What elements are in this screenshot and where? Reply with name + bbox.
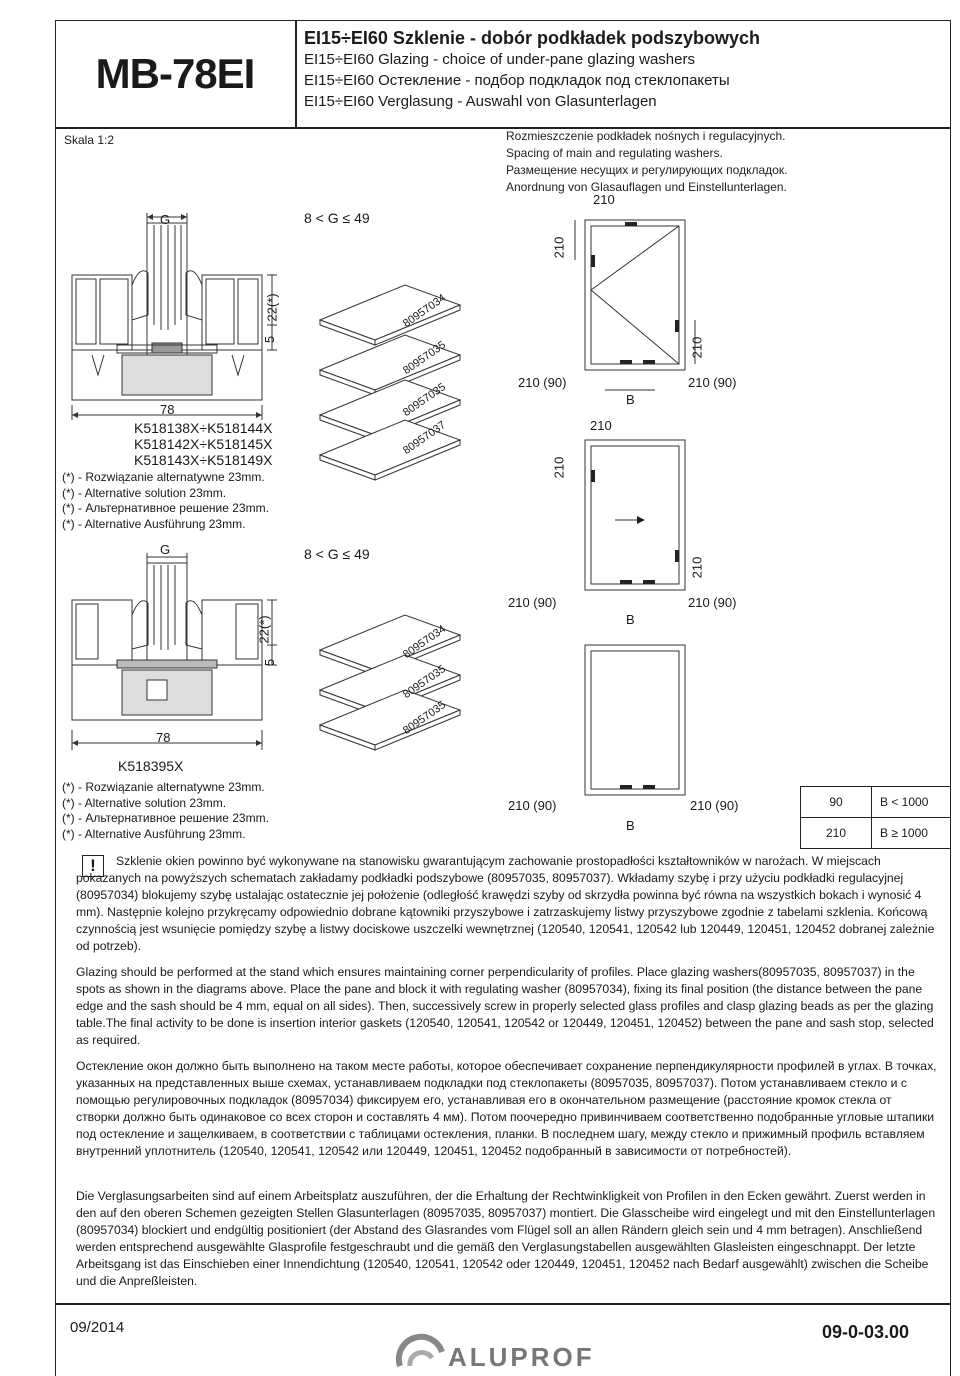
aluprof-logo-icon <box>396 1333 445 1367</box>
dim-5-label-2: 5 <box>262 658 278 667</box>
dim-210-right-2: 210 <box>689 556 705 579</box>
paragraph-pl: Szklenie okien powinno być wykonywane na… <box>76 854 935 953</box>
g-label-1: G <box>160 212 171 227</box>
dim-22-label-1: 22(*) <box>264 293 280 322</box>
note-line: (*) - Alternative Ausführung 23mm. <box>62 826 246 841</box>
dim-78-label-1: 78 <box>160 402 175 417</box>
spacing-caption: Rozmieszczenie podkładek nośnych i regul… <box>506 128 787 196</box>
header-frame <box>55 20 951 128</box>
dim-22-label-2: 22(*) <box>256 615 272 644</box>
note-line: (*) - Alternative solution 23mm. <box>62 485 227 500</box>
warning-icon: ! <box>82 855 104 877</box>
title-en: EI15÷EI60 Glazing - choice of under-pane… <box>304 51 695 68</box>
title-de: EI15÷EI60 Verglasung - Auswahl von Glasu… <box>304 93 657 110</box>
dim-5-label-1: 5 <box>262 335 278 344</box>
dim-b-2: B <box>626 612 635 627</box>
frame-diagram-2 <box>584 439 686 591</box>
dim-210-left-1: 210 <box>551 236 567 259</box>
dim-210-90-left-1: 210 (90) <box>518 375 567 390</box>
profile-code: K518395X <box>118 758 184 774</box>
note-line: (*) - Rozwiązanie alternatywne 23mm. <box>62 470 265 484</box>
profile-code: K518142X÷K518145X <box>134 436 273 452</box>
range-label-2: 8 < G ≤ 49 <box>304 546 370 562</box>
g-label-2: G <box>160 542 171 557</box>
frame-diagram-3 <box>584 644 686 796</box>
notes-1: (*) - Rozwiązanie alternatywne 23mm. (*)… <box>62 470 269 532</box>
profile-code: K518138X÷K518144X <box>134 420 273 436</box>
dim-210-90-right-2: 210 (90) <box>688 595 737 610</box>
title-ru: EI15÷EI60 Остекление - подбор подкладок … <box>304 72 730 89</box>
range-label-1: 8 < G ≤ 49 <box>304 210 370 226</box>
profile-codes-2: K518395X <box>118 758 183 774</box>
dim-210-90-left-2: 210 (90) <box>508 595 557 610</box>
profile-codes-1: K518138X÷K518144X K518142X÷K518145X K518… <box>134 420 272 468</box>
table-row: 210 B ≥ 1000 <box>800 817 951 849</box>
washers-stack-2 <box>318 614 462 751</box>
dim-210-left-2: 210 <box>551 456 567 479</box>
footer-frame <box>55 1304 951 1376</box>
model-name: MB-78EI <box>95 50 256 97</box>
table-cell: B < 1000 <box>871 786 951 818</box>
brand-name: ALUPROF <box>448 1342 595 1372</box>
spacing-de: Anordnung von Glasauflagen und Einstellu… <box>506 180 787 194</box>
dim-210-90-right-3: 210 (90) <box>690 798 739 813</box>
dim-210-top-1: 210 <box>593 192 615 207</box>
dim-78-label-2: 78 <box>156 730 171 745</box>
spacing-en: Spacing of main and regulating washers. <box>506 146 723 160</box>
document-title: EI15÷EI60 Szklenie - dobór podkładek pod… <box>304 28 760 112</box>
table-cell: B ≥ 1000 <box>871 817 951 849</box>
dim-b-1: B <box>626 392 635 407</box>
b-width-table: 90 B < 1000 210 B ≥ 1000 <box>800 786 951 849</box>
note-line: (*) - Альтернативное решение 23mm. <box>62 501 269 515</box>
frame-diagram-1 <box>574 219 696 391</box>
dim-b-3: B <box>626 818 635 833</box>
paragraph-de: Die Verglasungsarbeiten sind auf einem A… <box>76 1189 936 1288</box>
profile-section-1-drawing <box>71 213 277 420</box>
profile-code: K518143X÷K518149X <box>134 452 273 468</box>
document-date: 09/2014 <box>70 1319 125 1336</box>
table-row: 90 B < 1000 <box>800 786 951 818</box>
table-cell: 210 <box>800 817 872 849</box>
paragraph-ru: Остекление окон должно быть выполнено на… <box>76 1059 937 1158</box>
dim-210-top-2: 210 <box>590 418 612 433</box>
document-number: 09-0-03.00 <box>822 1322 910 1342</box>
scale-label: Skala 1:2 <box>64 133 115 147</box>
header-divider <box>295 20 297 128</box>
notes-2: (*) - Rozwiązanie alternatywne 23mm. (*)… <box>62 780 269 842</box>
note-line: (*) - Альтернативное решение 23mm. <box>62 811 269 825</box>
spacing-pl: Rozmieszczenie podkładek nośnych i regul… <box>506 129 786 143</box>
spacing-ru: Размещение несущих и регулирующих подкла… <box>506 163 788 177</box>
paragraph-en: Glazing should be performed at the stand… <box>76 965 934 1047</box>
title-pl: EI15÷EI60 Szklenie - dobór podkładek pod… <box>304 28 760 48</box>
profile-section-2-drawing <box>71 553 277 750</box>
dim-210-90-right-1: 210 (90) <box>688 375 737 390</box>
dim-210-90-left-3: 210 (90) <box>508 798 557 813</box>
table-cell: 90 <box>800 786 872 818</box>
washers-stack-1 <box>318 284 462 481</box>
note-line: (*) - Alternative Ausführung 23mm. <box>62 516 246 531</box>
note-line: (*) - Alternative solution 23mm. <box>62 795 227 810</box>
note-line: (*) - Rozwiązanie alternatywne 23mm. <box>62 780 265 794</box>
dim-210-right-1: 210 <box>689 336 705 359</box>
content-frame <box>55 128 951 1304</box>
